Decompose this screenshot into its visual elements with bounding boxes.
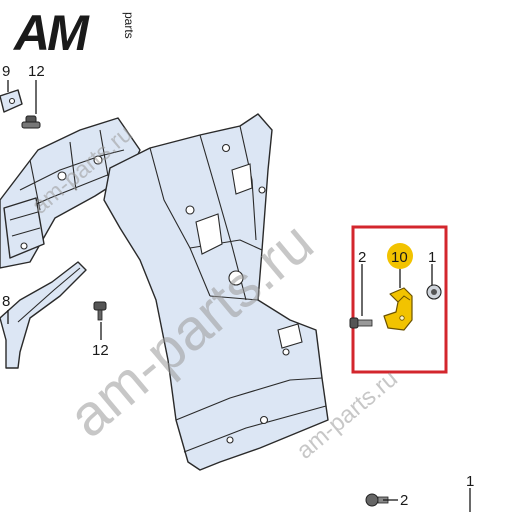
- callout-10: 10: [391, 249, 408, 266]
- callout-1-box: 1: [428, 249, 436, 266]
- logo-suffix: parts: [122, 12, 136, 39]
- bracket-part-10: [383, 287, 413, 331]
- bolt-12-top: [21, 115, 41, 129]
- logo-letters: AM: [12, 5, 90, 61]
- front-crossmember-assembly: [0, 89, 141, 269]
- leader-lines: [7, 80, 471, 512]
- callout-2-box: 2: [358, 249, 366, 266]
- callout-10-highlight: [387, 243, 413, 269]
- lower-bracket-part-8: [0, 261, 87, 369]
- wheelhouse-panel: [103, 113, 329, 471]
- callout-1-bottom: 1: [466, 473, 474, 490]
- callout-2-bottom: 2: [400, 492, 408, 509]
- callout-12-top: 12: [28, 63, 45, 80]
- bolt-2-box: [349, 317, 373, 329]
- am-parts-logo: AM parts: [12, 5, 136, 61]
- highlight-box: [351, 225, 448, 374]
- nut-1-box: [426, 284, 442, 300]
- callout-12-mid: 12: [92, 342, 109, 359]
- bolt-12-mid: [93, 301, 107, 321]
- callout-labels: 9 12 8 12 2 10 1 2 1: [2, 63, 474, 509]
- callout-8: 8: [2, 293, 10, 310]
- callout-9: 9: [2, 63, 10, 80]
